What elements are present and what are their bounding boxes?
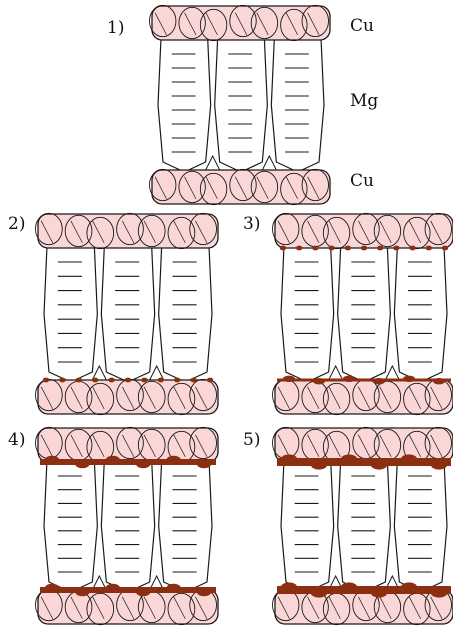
stage-1-panel: [149, 5, 330, 204]
top-precipitate: [345, 246, 351, 251]
stage-number-1: 1): [107, 20, 124, 37]
top-reaction-blob: [311, 461, 327, 470]
magnesium-label: Mg: [350, 93, 378, 110]
bottom-reaction-blob: [281, 582, 297, 591]
bottom-reaction-layer: [40, 587, 216, 593]
top-precipitate: [426, 246, 432, 251]
bottom-reaction-blob: [106, 584, 120, 592]
bottom-reaction-blob: [371, 589, 387, 598]
stage-2-panel: [35, 213, 218, 414]
top-precipitate: [280, 246, 286, 251]
bottom-reaction-blob: [343, 376, 355, 382]
top-reaction-layer: [277, 458, 451, 466]
top-reaction-blob: [401, 454, 417, 463]
bottom-precipitate: [190, 378, 196, 383]
top-precipitate: [328, 246, 334, 251]
bottom-reaction-blob: [283, 376, 295, 382]
bottom-precipitate: [59, 378, 65, 383]
bottom-reaction-layer: [277, 586, 451, 594]
bottom-reaction-blob: [313, 378, 325, 384]
top-precipitate: [377, 246, 383, 251]
top-precipitate: [442, 246, 448, 251]
bottom-reaction-blob: [136, 589, 150, 597]
copper-top-label: Cu: [350, 18, 374, 35]
top-reaction-blob: [136, 461, 150, 469]
bottom-precipitate: [158, 378, 164, 383]
bottom-reaction-layer: [277, 379, 451, 382]
bottom-reaction-blob: [167, 584, 181, 592]
top-reaction-blob: [281, 454, 297, 463]
top-reaction-blob: [75, 461, 89, 469]
top-precipitate: [296, 246, 302, 251]
copper-bottom-label: Cu: [350, 173, 374, 190]
stage-4-panel: [35, 427, 218, 624]
bottom-precipitate: [207, 378, 213, 383]
top-reaction-layer: [40, 459, 216, 465]
bottom-precipitate: [125, 378, 131, 383]
bottom-reaction-blob: [433, 378, 445, 384]
top-reaction-blob: [197, 461, 211, 469]
bottom-reaction-blob: [311, 589, 327, 598]
bottom-reaction-blob: [45, 584, 59, 592]
bottom-precipitate: [76, 378, 82, 383]
stage-number-5: 5): [243, 432, 260, 449]
bottom-precipitate: [108, 378, 114, 383]
bottom-reaction-blob: [197, 589, 211, 597]
bottom-precipitate: [141, 378, 147, 383]
bottom-reaction-blob: [403, 376, 415, 382]
stage-5-panel: [272, 427, 453, 624]
top-reaction-blob: [371, 461, 387, 470]
stage-number-3: 3): [243, 216, 260, 233]
bottom-reaction-blob: [401, 582, 417, 591]
top-precipitate: [409, 246, 415, 251]
bottom-precipitate: [92, 378, 98, 383]
bottom-precipitate: [174, 378, 180, 383]
bottom-reaction-blob: [341, 582, 357, 591]
top-reaction-blob: [431, 461, 447, 470]
top-precipitate: [393, 246, 399, 251]
top-reaction-blob: [45, 456, 59, 464]
bottom-reaction-blob: [373, 378, 385, 384]
top-precipitate: [312, 246, 318, 251]
stage-3-panel: [272, 213, 453, 414]
top-precipitate: [361, 246, 367, 251]
stage-number-2: 2): [8, 216, 25, 233]
bottom-reaction-blob: [431, 589, 447, 598]
bottom-reaction-blob: [75, 589, 89, 597]
stage-number-4: 4): [8, 432, 25, 449]
top-reaction-blob: [341, 454, 357, 463]
bottom-precipitate: [43, 378, 49, 383]
top-reaction-blob: [167, 456, 181, 464]
top-reaction-blob: [106, 456, 120, 464]
